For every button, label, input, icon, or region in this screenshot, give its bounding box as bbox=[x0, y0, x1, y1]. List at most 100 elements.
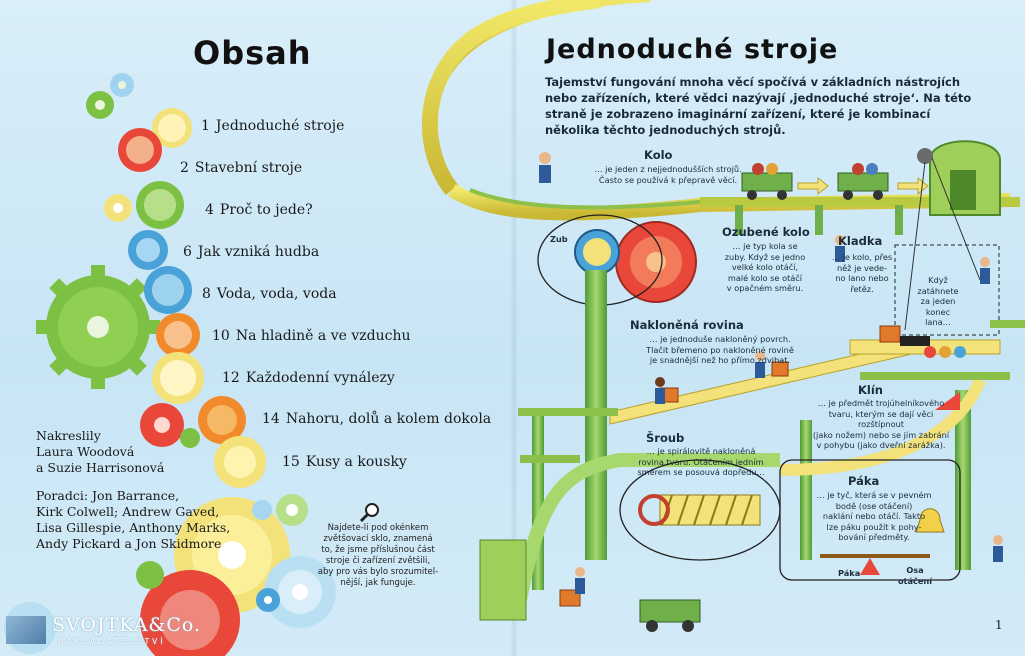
desc-line: zatáhnete bbox=[917, 285, 959, 296]
desc-kladka-note: Když zatáhnete za jeden konec lana… bbox=[908, 275, 968, 328]
magnifier-note: Najdete-li pod okénkem zvětšovací sklo, … bbox=[308, 523, 448, 589]
cart bbox=[837, 163, 889, 200]
note-line: to, že jsme příslušnou část bbox=[321, 545, 435, 555]
toc-label: Voda, voda, voda bbox=[216, 286, 337, 302]
toc-page-number: 6 bbox=[183, 244, 192, 260]
gear-icon bbox=[86, 91, 114, 119]
note-line: zvětšovací sklo, znamená bbox=[323, 534, 433, 544]
toc-entry: 6 Jak vzniká hudba bbox=[183, 244, 319, 260]
advisers-credit: Poradci: Jon Barrance, Kirk Colwell; And… bbox=[36, 488, 230, 552]
label-osa-otaceni: Osa otáčení bbox=[895, 565, 935, 586]
toc-page-number: 1 bbox=[201, 118, 210, 134]
desc-line: Osa bbox=[906, 565, 924, 575]
desc-line: zuby. Když se jedno bbox=[724, 251, 806, 262]
desc-line: bování předměty. bbox=[838, 532, 910, 542]
label-paka-small: Páka bbox=[838, 568, 861, 578]
label-paka: Páka bbox=[848, 474, 880, 488]
desc-line: malé kolo se otáčí bbox=[727, 272, 803, 283]
toc-label: Proč to jede? bbox=[219, 202, 313, 218]
desc-line: něž je vede- bbox=[836, 262, 888, 273]
gear-icon bbox=[104, 194, 132, 222]
desc-line: … je typ kola se bbox=[732, 241, 798, 251]
label-naklonena-rovina: Nakloněná rovina bbox=[630, 318, 744, 332]
desc-line: lana… bbox=[925, 317, 951, 327]
toc-page-number: 14 bbox=[262, 411, 280, 427]
gear-column bbox=[4, 73, 336, 656]
desc-line: lze páku použít k pohy- bbox=[826, 521, 922, 532]
gear-icon bbox=[136, 181, 184, 229]
intro-paragraph: Tajemství fungování mnoha věcí spočívá v… bbox=[545, 75, 972, 137]
gear-icon bbox=[110, 73, 134, 97]
desc-sroub: … je spirálovitě nakloněná rovina tvaru.… bbox=[636, 446, 766, 478]
toc-page-number: 12 bbox=[222, 370, 240, 386]
note-line: Najdete-li pod okénkem bbox=[327, 523, 429, 533]
label-ozubene-kolo: Ozubené kolo bbox=[722, 225, 810, 239]
gear-icon bbox=[180, 428, 200, 448]
credit-line: Nakreslily bbox=[36, 428, 101, 443]
toc-entry: 12 Každodenní vynálezy bbox=[222, 370, 395, 386]
toc-entry: 8 Voda, voda, voda bbox=[202, 286, 337, 302]
desc-line: za jeden bbox=[920, 296, 956, 306]
desc-line: tvaru, kterým se dají věci rozštípnout bbox=[828, 408, 934, 430]
note-line: aby pro vás bylo srozumitel- bbox=[317, 567, 439, 577]
desc-line: velké kolo otáčí, bbox=[731, 262, 799, 272]
desc-line: v pohybu (jako dveřní zarážka). bbox=[816, 440, 946, 450]
desc-klin: … je předmět trojúhelníkového tvaru, kte… bbox=[806, 398, 956, 451]
page-title-contents: Obsah bbox=[193, 34, 312, 72]
toc-entry: 14 Nahoru, dolů a kolem dokola bbox=[262, 411, 491, 427]
desc-line: … je kolo, přes bbox=[831, 252, 893, 262]
desc-line: … je jeden z nejjednodušších strojů. bbox=[594, 164, 742, 174]
desc-line: (jako nožem) nebo se jím zabrání bbox=[812, 429, 950, 440]
toc-page-number: 15 bbox=[282, 454, 300, 470]
note-line: stroje či zařízení zvětšili, bbox=[325, 556, 431, 566]
gear-icon bbox=[140, 570, 240, 656]
label-sroub: Šroub bbox=[646, 431, 685, 445]
gear-icon bbox=[152, 352, 204, 404]
toc-label: Kusy a kousky bbox=[305, 454, 407, 470]
desc-line: Když bbox=[928, 275, 948, 285]
gear-icon bbox=[214, 436, 266, 488]
gear-icon bbox=[252, 500, 272, 520]
gear-icon bbox=[276, 494, 308, 526]
publisher-name: SVOJTKA&Co. bbox=[52, 614, 202, 636]
toc-label: Každodenní vynálezy bbox=[245, 370, 395, 386]
toc-label: Nahoru, dolů a kolem dokola bbox=[285, 411, 492, 427]
desc-line: … je tyč, která se v pevném bbox=[816, 490, 932, 500]
gear-icon bbox=[156, 313, 200, 357]
toc-page-number: 8 bbox=[202, 286, 211, 302]
desc-line: otáčení bbox=[897, 575, 933, 586]
gear-icon bbox=[128, 230, 168, 270]
toc-page-number: 10 bbox=[212, 328, 230, 344]
note-line: nější, jak funguje. bbox=[340, 578, 416, 588]
logo-mark bbox=[6, 616, 46, 644]
desc-line: v opačném směru. bbox=[726, 283, 804, 293]
desc-line: … je předmět trojúhelníkového bbox=[817, 398, 945, 408]
credit-line: Poradci: Jon Barrance, bbox=[36, 488, 180, 503]
page-gutter bbox=[510, 0, 518, 656]
gear-icon bbox=[118, 128, 162, 172]
credit-line: Andy Pickard a Jon Skidmore bbox=[36, 536, 222, 551]
toc-label: Jak vzniká hudba bbox=[197, 244, 320, 260]
gear-icon bbox=[152, 108, 192, 148]
gear-icon bbox=[36, 265, 160, 389]
desc-kolo: … je jeden z nejjednodušších strojů. Čas… bbox=[583, 164, 753, 185]
desc-line: je snadnější než ho přímo zdvihat. bbox=[649, 355, 791, 365]
credit-line: Lisa Gillespie, Anthony Marks, bbox=[36, 520, 231, 535]
toc-entry: 15 Kusy a kousky bbox=[282, 454, 407, 470]
toc-entry: 4 Proč to jede? bbox=[205, 202, 313, 218]
desc-line: Tlačit břemeno po nakloněné rovině bbox=[646, 344, 794, 355]
desc-line: řetěz. bbox=[850, 283, 874, 294]
desc-line: naklání nebo otáčí. Takto bbox=[822, 511, 926, 521]
gear-icon bbox=[198, 396, 246, 444]
desc-paka: … je tyč, která se v pevném bodě (ose ot… bbox=[812, 490, 936, 543]
gear-icon bbox=[256, 588, 280, 612]
toc-page-number: 2 bbox=[180, 160, 189, 176]
desc-line: Často se používá k přepravě věcí. bbox=[598, 174, 738, 185]
label-klin: Klín bbox=[858, 383, 883, 397]
desc-line: bodě (ose otáčení) bbox=[835, 500, 913, 511]
toc-page-number: 4 bbox=[205, 202, 214, 218]
magnifier-icon bbox=[359, 503, 379, 523]
